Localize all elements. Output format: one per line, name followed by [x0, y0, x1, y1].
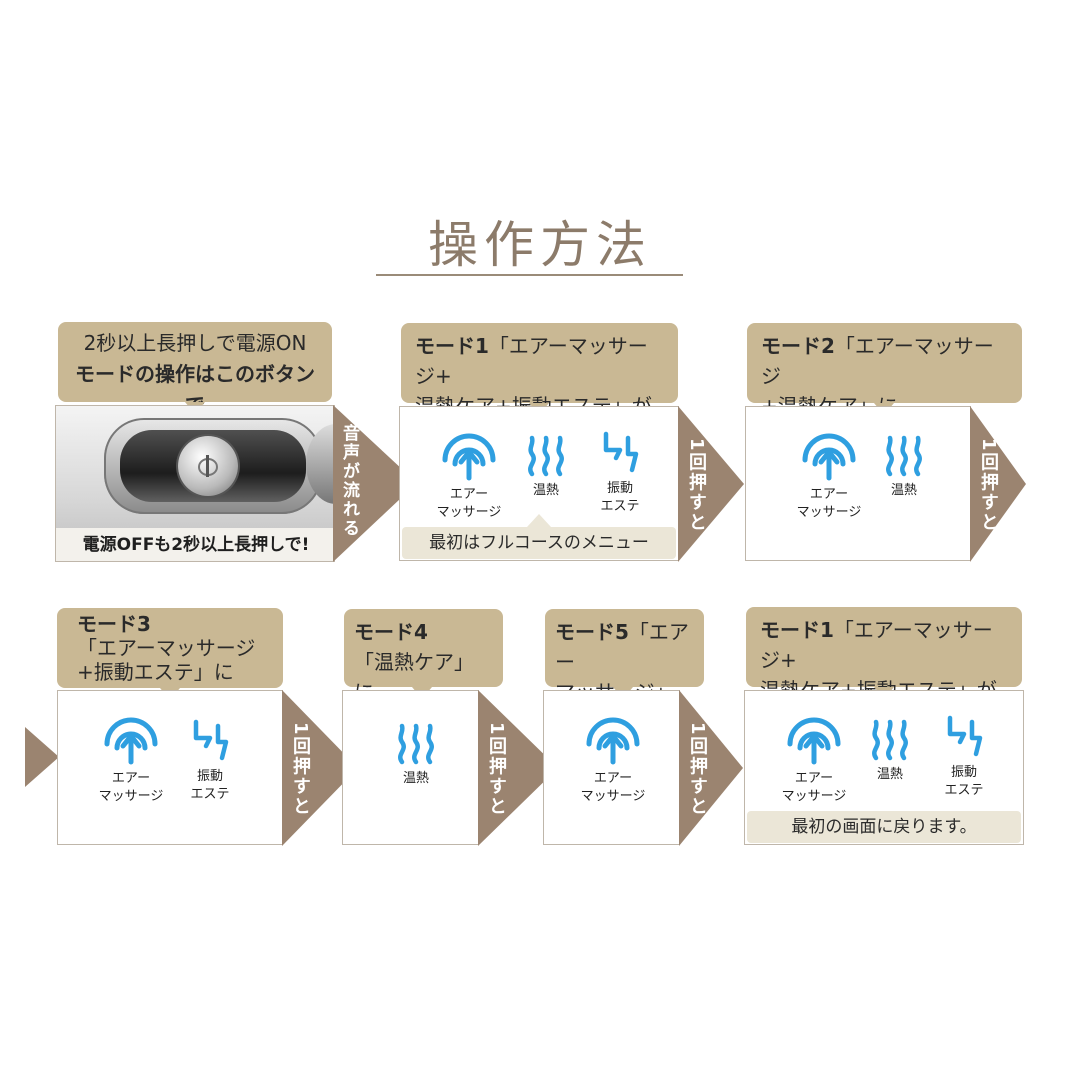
mode1-return-air: エアー マッサージ: [773, 712, 855, 806]
mode1-bubble: モード1「エアーマッサージ+ 温熱ケア+振動エステ」が稼働: [401, 323, 678, 448]
mode1-vibe-label1: 振動: [606, 481, 633, 496]
arrow-mode5-text: 1回押すと: [687, 722, 708, 817]
mode3-vibe-label2: エステ: [190, 787, 230, 802]
mode3-card: [57, 690, 283, 845]
heat-icon: [886, 435, 922, 477]
mode4-heat: 温熱: [386, 720, 446, 788]
heat-icon: [872, 719, 908, 761]
arrow-mode4-text: 1回押すと: [486, 722, 507, 817]
mode1-air: エアー マッサージ: [428, 428, 510, 522]
device-photo: 電源OFFも2秒以上長押しで!: [55, 405, 335, 562]
mode3-air-label1: エアー: [111, 771, 151, 786]
power-bubble: 2秒以上長押しで電源ON モードの操作はこのボタンで: [58, 322, 332, 417]
heat-icon: [398, 723, 434, 765]
arrow-mode3-text: 1回押すと: [290, 722, 311, 817]
arrow-row2-lead: [25, 727, 59, 787]
mode1-return-vibe-label2: エステ: [944, 783, 984, 798]
mode4-title: モード4: [354, 620, 428, 644]
mode1-title: モード1: [415, 334, 489, 358]
mode1-return-heat-label: 温熱: [876, 767, 903, 782]
mode3-title: モード3: [77, 612, 151, 636]
mode1-return-heat: 温熱: [860, 716, 920, 784]
mode1-return-title: モード1: [760, 618, 834, 642]
arrow-mode1-text: 1回押すと: [686, 438, 707, 533]
mode1-return-vibe-label1: 振動: [950, 765, 977, 780]
air-massage-icon: [787, 717, 841, 765]
mode1-return-note: 最初の画面に戻ります。: [747, 811, 1021, 843]
arrow-mode2: [970, 406, 1026, 562]
arrow-sound: [333, 405, 417, 562]
mode4-card: [342, 690, 479, 845]
mode2-heat: 温熱: [874, 432, 934, 500]
air-massage-icon: [802, 433, 856, 481]
air-massage-icon: [104, 717, 158, 765]
mode1-return-desc-line1: 「エアーマッサージ+: [760, 618, 993, 672]
mode2-desc-line1: 「エアーマッサージ: [761, 334, 994, 388]
mode1-return-air-label2: マッサージ: [781, 789, 847, 804]
mode1-air-label2: マッサージ: [436, 505, 502, 520]
arrow-mode3: [282, 690, 358, 846]
mode1-vibe-label2: エステ: [600, 499, 640, 514]
vibration-icon: [947, 715, 983, 757]
page-title: 操作方法: [428, 216, 652, 274]
arrow-mode5: [679, 690, 743, 846]
mode4-bubble: モード4 「温熱ケア」に: [344, 609, 503, 704]
mode3-desc-line2: +振動エステ」に: [77, 660, 234, 684]
heat-icon: [528, 435, 564, 477]
mode3-air-label2: マッサージ: [98, 789, 164, 804]
mode3-bubble: モード3 「エアーマッサージ +振動エステ」に: [57, 608, 283, 700]
mode4-heat-label: 温熱: [402, 771, 429, 786]
mode5-bubble: モード5「エアー マッサージ」に: [545, 609, 704, 734]
mode5-desc-line1: 「エアー: [555, 620, 689, 674]
arrow-mode2-text: 1回押すと: [978, 438, 999, 533]
mode1-return-vibe: 振動 エステ: [936, 712, 992, 800]
mode2-title: モード2: [761, 334, 835, 358]
mode1-note: 最初はフルコースのメニュー: [402, 527, 676, 559]
mode2-air-label1: エアー: [809, 487, 849, 502]
mode1-desc-line1: 「エアーマッサージ+: [415, 334, 648, 388]
mode2-air-label2: マッサージ: [796, 505, 862, 520]
mode3-desc-line1: 「エアーマッサージ: [77, 636, 256, 660]
mode2-air: エアー マッサージ: [788, 428, 870, 522]
mode1-air-label1: エアー: [449, 487, 489, 502]
mode5-card: [543, 690, 680, 845]
mode1-vibe: 振動 エステ: [592, 428, 648, 516]
mode5-air: エアー マッサージ: [572, 712, 654, 806]
mode1-return-air-label1: エアー: [794, 771, 834, 786]
mode1-heat: 温熱: [516, 432, 576, 500]
mode3-vibe-label1: 振動: [196, 769, 223, 784]
mode5-air-label1: エアー: [593, 771, 633, 786]
power-bubble-line1: 2秒以上長押しで電源ON: [83, 331, 307, 355]
mode5-air-label2: マッサージ: [580, 789, 646, 804]
arrow-mode4: [478, 690, 558, 846]
power-off-caption: 電源OFFも2秒以上長押しで!: [56, 528, 334, 561]
mode3-vibe: 振動 エステ: [182, 716, 238, 804]
air-massage-icon: [586, 717, 640, 765]
arrow-sound-text: 音声が流れる: [339, 424, 359, 538]
mode2-heat-label: 温熱: [890, 483, 917, 498]
mode1-return-bubble: モード1「エアーマッサージ+ 温熱ケア+振動エステ」が稼働: [746, 607, 1022, 732]
mode3-air: エアー マッサージ: [90, 712, 172, 806]
mode1-heat-label: 温熱: [532, 483, 559, 498]
vibration-icon: [603, 431, 639, 473]
air-massage-icon: [442, 433, 496, 481]
mode5-title: モード5: [555, 620, 629, 644]
vibration-icon: [193, 719, 229, 761]
arrow-mode1: [678, 406, 744, 562]
mode2-card: [745, 406, 971, 561]
title-divider: [376, 274, 683, 276]
mode2-bubble: モード2「エアーマッサージ +温熱ケア」に: [747, 323, 1022, 418]
